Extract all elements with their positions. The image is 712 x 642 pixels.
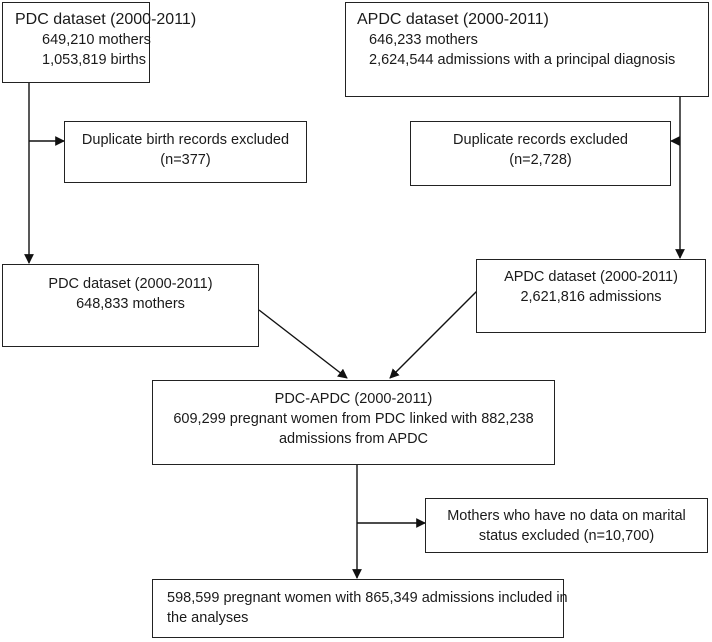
apdc-duplicates-count: (n=2,728) <box>509 152 572 168</box>
pdc-clean-mothers: 648,833 mothers <box>76 296 185 312</box>
arrow-apdc-to-linked <box>389 284 484 379</box>
apdc-clean-admissions: 2,621,816 admissions <box>520 289 662 305</box>
pdc-raw-title: PDC dataset (2000-2011) <box>15 11 197 28</box>
pdc-duplicates-count: (n=377) <box>160 152 211 168</box>
apdc-duplicates-excluded-box: Duplicate records excluded (n=2,728) <box>410 121 671 186</box>
final-cohort-women: 598,599 pregnant women with 865,349 admi… <box>167 590 568 606</box>
pdc-clean-title: PDC dataset (2000-2011) <box>48 276 213 292</box>
pdc-clean-box: PDC dataset (2000-2011) 648,833 mothers <box>2 264 259 347</box>
pdc-duplicates-excluded-box: Duplicate birth records excluded (n=377) <box>64 121 307 183</box>
pdc-apdc-linked-box: PDC-APDC (2000-2011) 609,299 pregnant wo… <box>152 380 555 465</box>
arrow-pdc-to-linked <box>258 309 348 379</box>
pdc-duplicates-label: Duplicate birth records excluded <box>81 132 290 148</box>
apdc-raw-admissions: 2,624,544 admissions with a principal di… <box>369 52 676 68</box>
pdc-raw-box: PDC dataset (2000-2011) 649,210 mothers … <box>2 2 197 83</box>
marital-status-excluded-box: Mothers who have no data on marital stat… <box>425 498 708 553</box>
marital-excluded-count: status excluded (n=10,700) <box>478 528 655 544</box>
apdc-clean-title: APDC dataset (2000-2011) <box>504 269 678 285</box>
final-cohort-box: 598,599 pregnant women with 865,349 admi… <box>152 579 568 638</box>
pdc-raw-mothers: 649,210 mothers <box>42 32 151 48</box>
pdc-raw-births: 1,053,819 births <box>42 52 146 68</box>
apdc-raw-mothers: 646,233 mothers <box>369 32 478 48</box>
linked-admissions: admissions from APDC <box>278 431 429 447</box>
apdc-duplicates-label: Duplicate records excluded <box>453 132 628 148</box>
linked-women: 609,299 pregnant women from PDC linked w… <box>173 411 534 427</box>
apdc-clean-box: APDC dataset (2000-2011) 2,621,816 admis… <box>476 259 706 333</box>
marital-excluded-label: Mothers who have no data on marital <box>447 508 686 524</box>
linked-title: PDC-APDC (2000-2011) <box>274 391 433 407</box>
apdc-raw-box: APDC dataset (2000-2011) 646,233 mothers… <box>345 2 709 97</box>
apdc-raw-title: APDC dataset (2000-2011) <box>357 11 549 28</box>
final-cohort-analyses: the analyses <box>167 610 249 626</box>
